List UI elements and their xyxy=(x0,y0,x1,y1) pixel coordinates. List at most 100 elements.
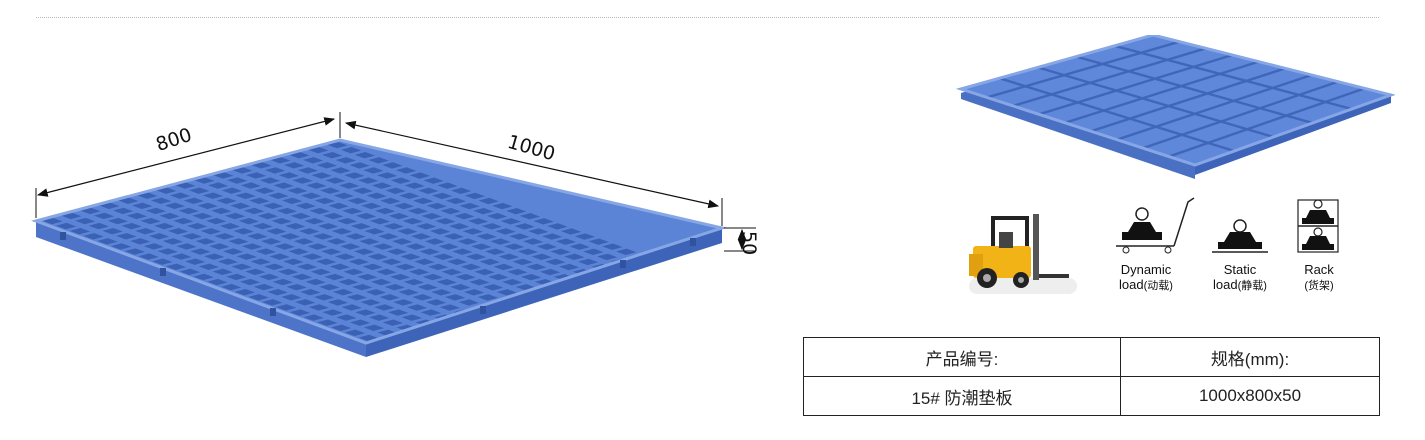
pallet-slot xyxy=(303,314,324,321)
pallet-slot xyxy=(403,278,425,286)
pallet-slot xyxy=(236,253,258,260)
pallet-slot xyxy=(412,294,433,301)
pallet-slot xyxy=(198,263,220,270)
pallet-slot xyxy=(211,207,232,215)
pallet-slot xyxy=(615,248,637,256)
pallet-slot xyxy=(214,233,235,240)
height-dimension-label: 50 xyxy=(738,231,760,256)
pallet-slot xyxy=(69,227,91,235)
pallet-slot xyxy=(536,243,558,250)
pallet-slot xyxy=(271,217,292,225)
pallet-slot xyxy=(503,243,525,250)
pallet-slot xyxy=(245,268,266,276)
pallet-slot xyxy=(312,233,334,240)
pallet-slot xyxy=(454,213,475,220)
pallet-slot xyxy=(285,223,306,230)
pallet-slot xyxy=(547,223,568,230)
pallet-grid-rib xyxy=(1116,73,1313,141)
rack-load-label: Rack (货架) xyxy=(1304,262,1334,292)
pallet-slot xyxy=(495,228,516,235)
pallet-slot xyxy=(507,268,528,276)
pallet-slot xyxy=(463,289,485,296)
pallet-slot xyxy=(583,248,604,255)
pallet-slot xyxy=(467,218,489,225)
product-code-value: 15# 防潮垫板 xyxy=(803,376,1121,416)
pallet-slot xyxy=(260,238,282,245)
pallet-slot xyxy=(262,202,284,210)
pallet-slot xyxy=(395,263,416,271)
pallet-slot xyxy=(222,248,244,255)
pallet-slot xyxy=(143,243,165,250)
pallet-slot xyxy=(209,243,230,250)
pallet-slot xyxy=(531,253,552,261)
pallet-slot xyxy=(405,243,427,250)
pallet-slot xyxy=(300,289,321,296)
pallet-slot xyxy=(131,202,153,210)
pallet-slot xyxy=(440,207,461,215)
pallet-slot xyxy=(224,212,246,220)
pallet-slot xyxy=(406,304,428,311)
pallet-slot xyxy=(436,278,457,286)
pallet-slot xyxy=(363,324,385,331)
pallet-slot xyxy=(386,248,408,255)
pallet-slot xyxy=(512,258,533,266)
pallet-slot xyxy=(279,233,301,240)
pallet-slot xyxy=(433,253,454,260)
pallet-slot xyxy=(342,207,363,215)
pallet-slot xyxy=(374,207,396,215)
pallet-slot xyxy=(446,258,468,266)
pallet-slot xyxy=(212,268,233,276)
pallet-slot xyxy=(401,314,423,321)
pallet-slot xyxy=(203,253,225,260)
pallet-image xyxy=(31,138,728,357)
pallet-slot xyxy=(514,223,535,230)
pallet-slot xyxy=(326,238,347,245)
pallet-slot xyxy=(200,228,222,235)
pallet-slot xyxy=(308,304,330,311)
pallet-slot xyxy=(183,197,205,204)
pallet-slot xyxy=(226,273,247,281)
pallet-slot xyxy=(167,228,189,235)
pallet-slot xyxy=(560,228,582,235)
pallet-slot xyxy=(93,212,115,220)
pallet-slot xyxy=(317,319,338,326)
pallet-slot xyxy=(55,222,77,230)
pallet-slot xyxy=(501,279,523,286)
pallet-slot xyxy=(281,294,302,301)
pallet-slot xyxy=(329,263,351,271)
pallet-slot xyxy=(349,319,371,326)
pallet-slot xyxy=(351,283,373,291)
pallet-foot xyxy=(270,308,276,316)
pallet-grid-rib xyxy=(1064,60,1260,124)
pallet-slot xyxy=(291,273,313,281)
pallet-slot xyxy=(269,253,290,260)
pallet-slot xyxy=(353,248,375,255)
pallet-slot xyxy=(370,278,392,286)
pallet-slot xyxy=(355,212,377,220)
pallet-slot xyxy=(275,304,297,311)
pallet-slot xyxy=(322,309,343,316)
pallet-slot xyxy=(496,289,518,296)
pallet-slot xyxy=(124,248,146,255)
pallet-slot xyxy=(274,243,296,250)
pallet-slot xyxy=(520,273,542,281)
pallet-slot xyxy=(266,228,287,235)
pallet-slot xyxy=(176,243,197,250)
pallet-slot xyxy=(234,288,256,296)
pallet-slot xyxy=(490,238,511,245)
pallet-slot xyxy=(564,253,585,261)
pallet-slot xyxy=(298,228,320,235)
pallet-slot xyxy=(381,258,402,266)
pallet-slot xyxy=(389,273,411,281)
pallet-slot xyxy=(545,258,566,266)
pallet-slot xyxy=(231,263,252,270)
pallet-slot xyxy=(102,228,123,235)
pallet-slot xyxy=(372,243,394,250)
pallet-slot xyxy=(482,284,504,291)
pallet-slot xyxy=(357,273,378,281)
pallet-bottom-view-image xyxy=(955,35,1395,179)
forklift-icon xyxy=(969,214,1077,294)
pallet-slot xyxy=(197,202,218,210)
pallet-slot xyxy=(116,233,137,240)
pallet-slot xyxy=(281,197,303,205)
